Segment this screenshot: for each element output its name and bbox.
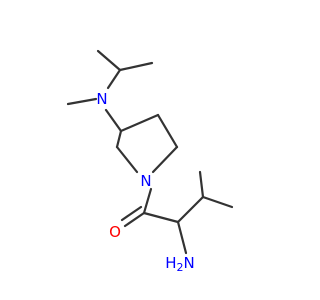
bond-carbonyl-double-2 (120, 205, 143, 222)
bond-ch-methyl-up (198, 170, 205, 199)
bond-alpha-nh2 (176, 220, 188, 255)
atom-ring-nitrogen: N (140, 172, 151, 190)
bond-n-to-carbonyl (142, 187, 153, 215)
atom-amine-nitrogen: N (96, 90, 107, 108)
bond-ch-methyl-right (201, 195, 234, 209)
bond-carbonyl-double-1 (123, 211, 146, 228)
molecule-structure: N N O H2N (66, 49, 234, 274)
atom-amino-group: H2N (165, 254, 195, 274)
bond-isopropyl-to-n (106, 68, 122, 90)
bond-alpha-ch (176, 195, 205, 224)
bond-n-to-ring (104, 108, 123, 133)
bond-isopropyl-methyl-right (118, 61, 154, 72)
bond-ring-c5-c3 (115, 129, 123, 149)
bond-ring-n-c5 (115, 145, 139, 174)
atom-carbonyl-oxygen: O (109, 223, 121, 241)
bond-n-methyl (66, 97, 98, 106)
bonds (66, 49, 234, 255)
bond-ring-c2-c1 (156, 113, 179, 149)
bond-ring-c3-c2 (119, 113, 160, 133)
atom-labels: N N O H2N (96, 90, 194, 274)
bond-carbonyl-alpha (142, 211, 180, 224)
bond-isopropyl-methyl-left (96, 49, 122, 72)
bond-ring-c1-n (151, 145, 179, 174)
